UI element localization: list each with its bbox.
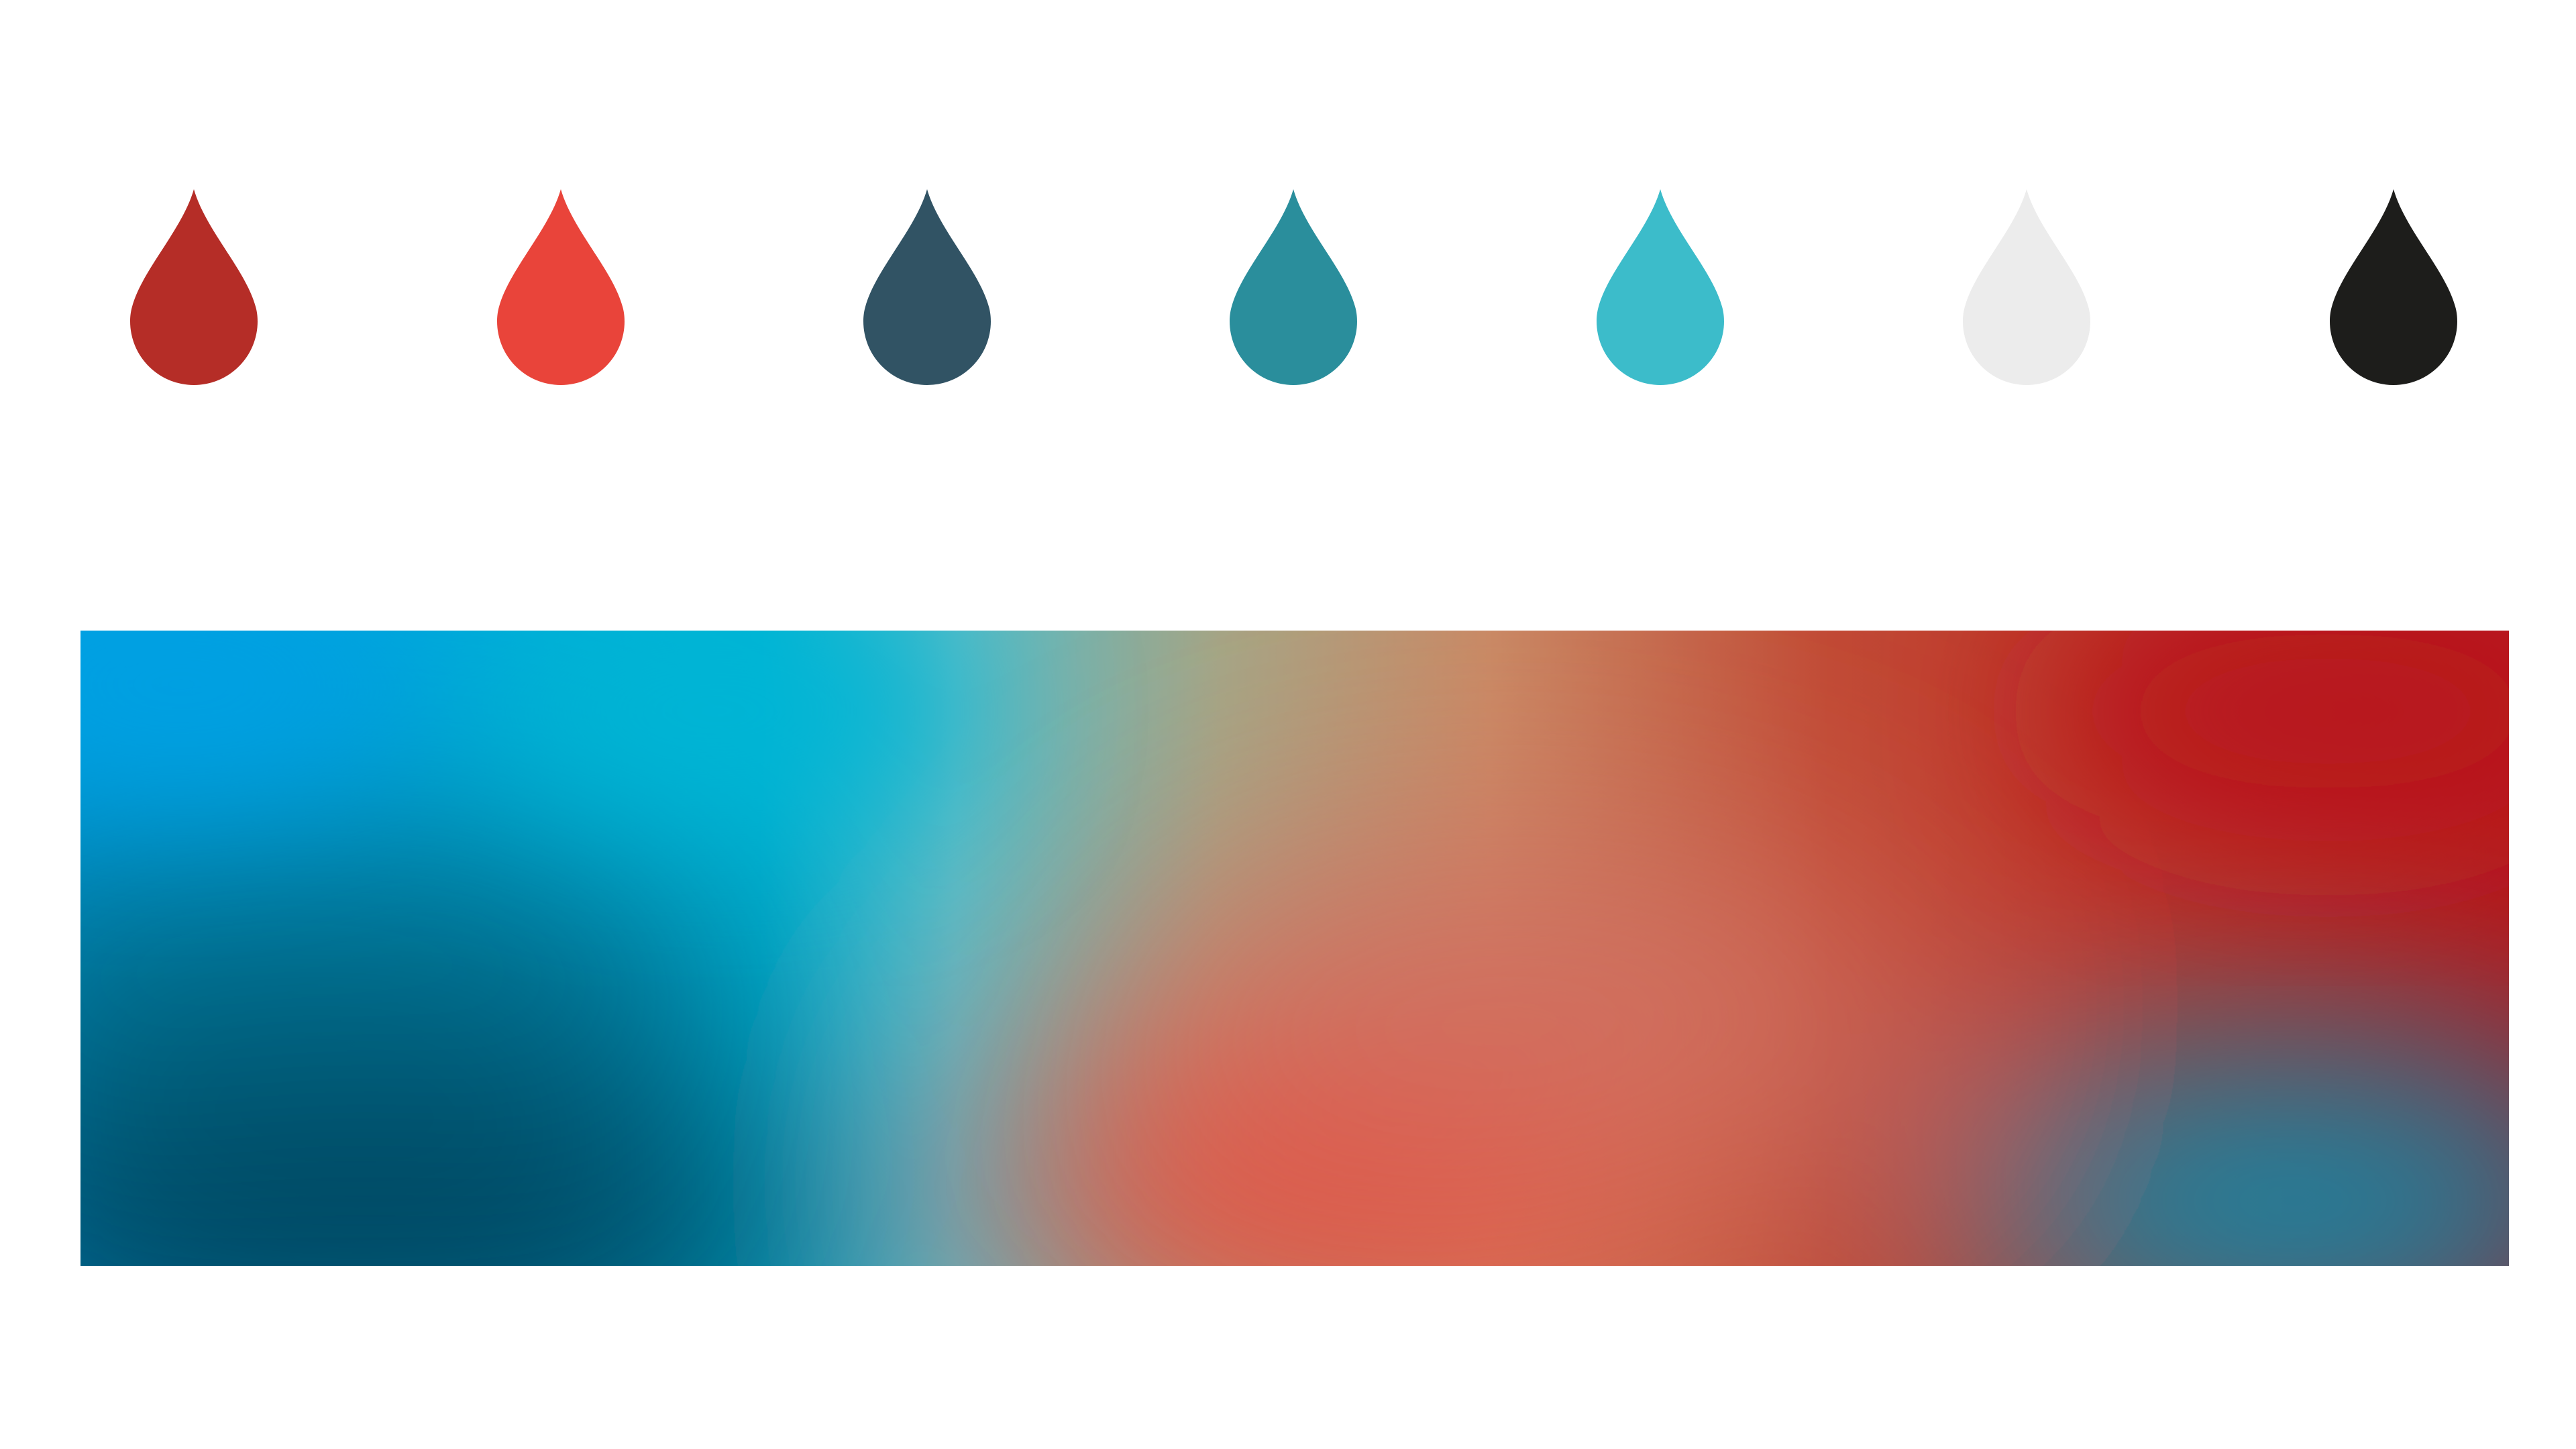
light-cyan-drop-shape bbox=[1597, 189, 1724, 385]
light-cyan-drop-icon bbox=[1597, 189, 1724, 385]
black-drop-shape bbox=[2330, 189, 2457, 385]
slate-blue-drop-shape bbox=[863, 189, 991, 385]
black-drop-icon bbox=[2330, 189, 2457, 385]
teal-drop-shape bbox=[1230, 189, 1357, 385]
blob-teal-blue bbox=[1945, 1053, 2509, 1266]
blob-sky-blue bbox=[80, 631, 436, 805]
blob-cyan bbox=[463, 631, 973, 818]
coral-red-drop-icon bbox=[497, 189, 625, 385]
slate-blue-drop-icon bbox=[863, 189, 991, 385]
blob-deep-navy bbox=[80, 1046, 832, 1266]
blob-crimson bbox=[2046, 631, 2509, 845]
dark-red-drop-shape bbox=[130, 189, 258, 385]
gradient-swatch bbox=[80, 631, 2509, 1266]
light-gray-drop-shape bbox=[1963, 189, 2090, 385]
light-gray-drop-icon bbox=[1963, 189, 2090, 385]
teal-drop-icon bbox=[1230, 189, 1357, 385]
dark-red-drop-icon bbox=[130, 189, 258, 385]
blob-salmon bbox=[1120, 845, 1925, 1167]
coral-red-drop-shape bbox=[497, 189, 625, 385]
